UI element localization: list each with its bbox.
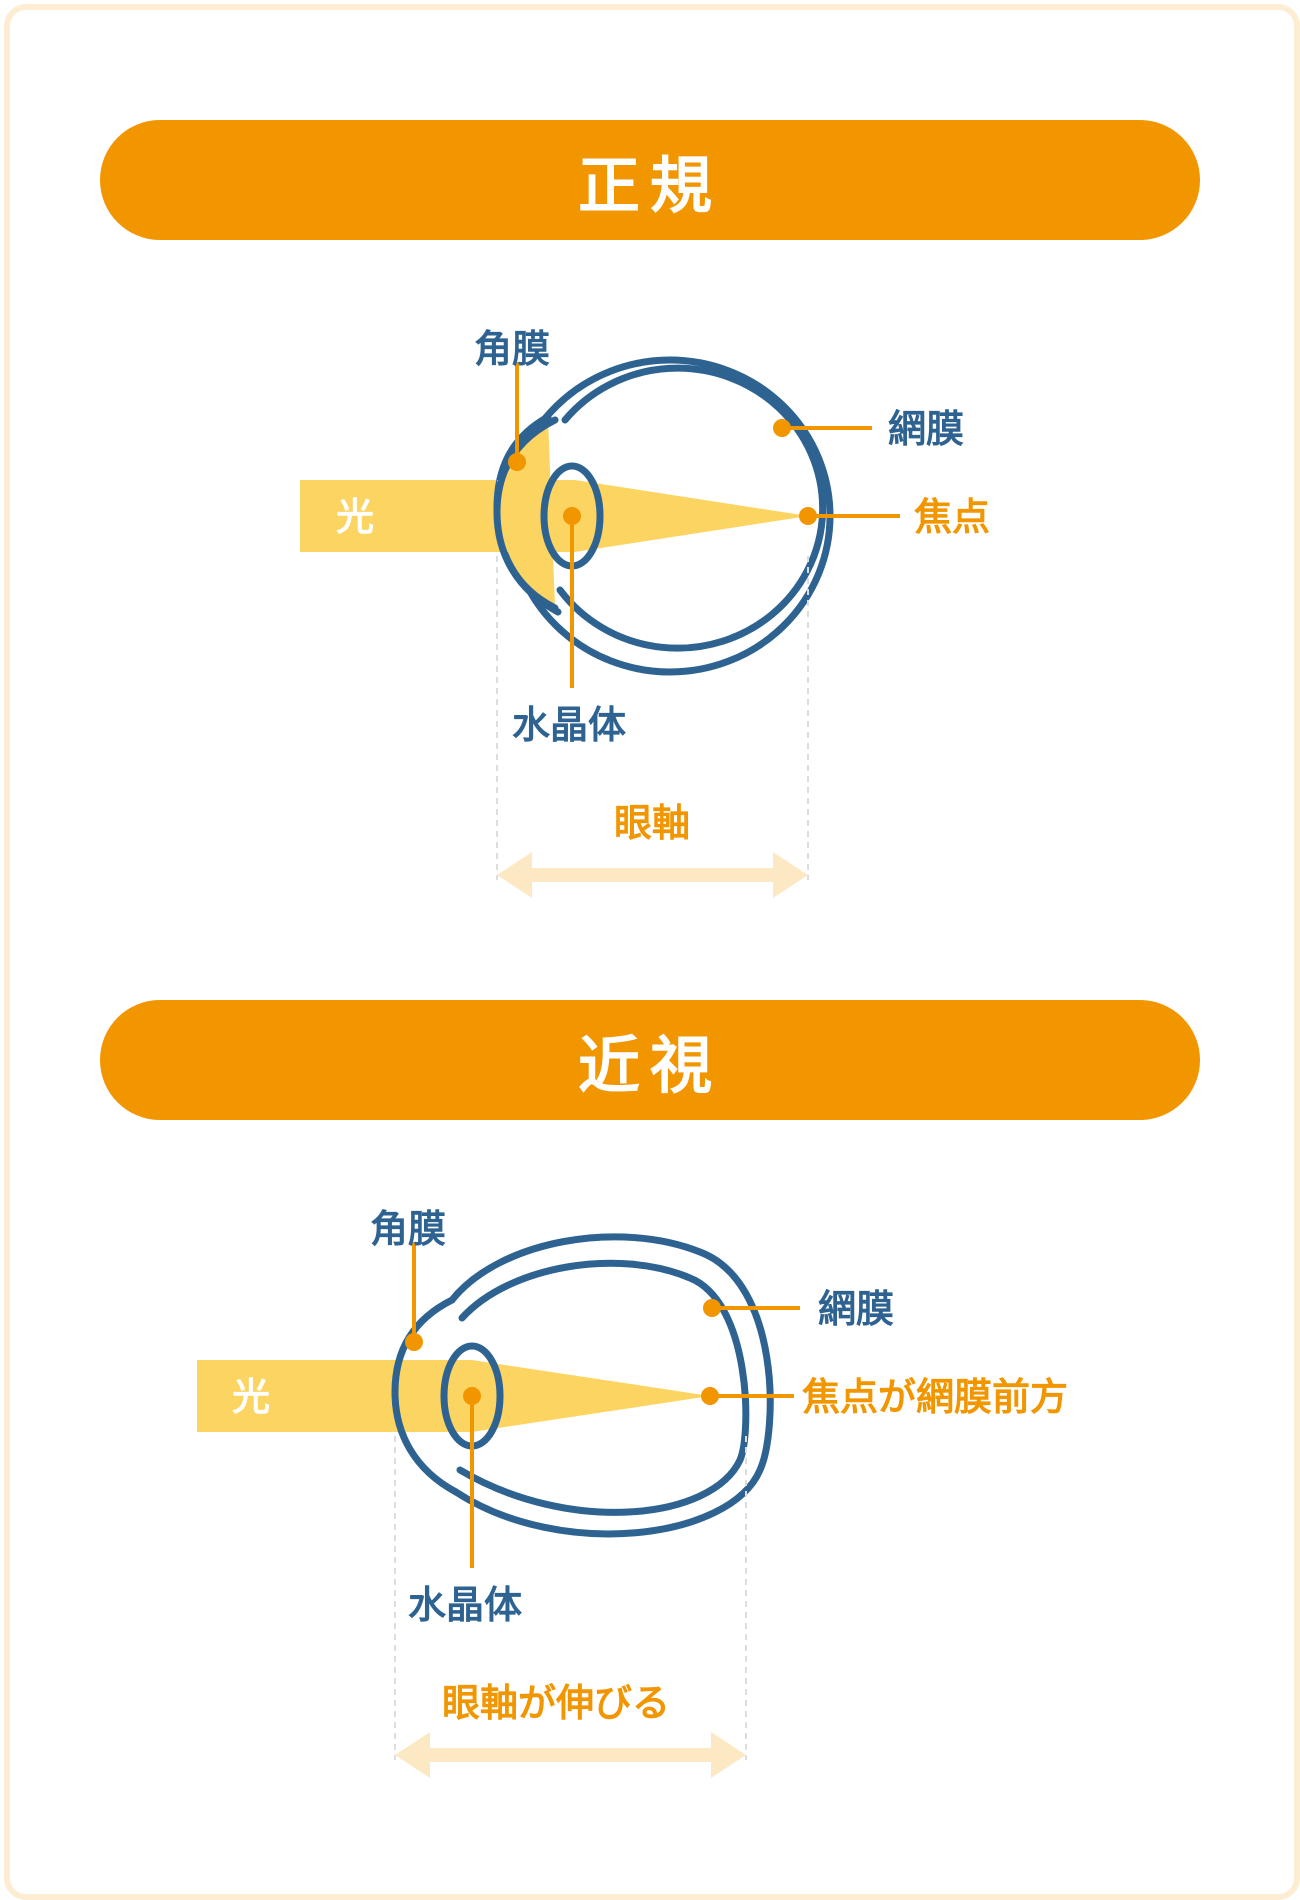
banner-normal-title: 正規 <box>100 120 1200 240</box>
label-axis: 眼軸 <box>614 801 690 845</box>
leader-lines <box>508 362 900 688</box>
myopia-eye-diagram: 角膜 網膜 光 焦点が網膜前方 水晶体 眼軸が伸びる <box>197 1207 1068 1778</box>
label-axis: 眼軸が伸びる <box>442 1681 670 1725</box>
light-beam-band <box>197 1360 407 1432</box>
cornea-outline <box>391 1296 460 1496</box>
eyeball-inner <box>556 364 827 652</box>
banner-myopia-title: 近視 <box>100 1000 1200 1120</box>
label-lens: 水晶体 <box>512 703 626 747</box>
label-cornea: 角膜 <box>474 327 550 371</box>
light-cone <box>497 480 808 552</box>
cornea-outline <box>493 416 562 616</box>
normal-eye-diagram: 角膜 網膜 光 焦点 水晶体 眼軸 <box>300 327 990 898</box>
label-cornea: 角膜 <box>370 1207 446 1251</box>
label-light: 光 <box>232 1375 270 1419</box>
label-retina: 網膜 <box>888 407 964 451</box>
leader-lines <box>405 1242 800 1568</box>
label-focus: 焦点が網膜前方 <box>802 1375 1068 1419</box>
label-retina: 網膜 <box>818 1287 894 1331</box>
axis-guides <box>394 1436 747 1760</box>
axis-arrow <box>395 1732 746 1778</box>
label-lens: 水晶体 <box>408 1583 522 1627</box>
light-beam-band <box>300 480 510 552</box>
eyeball-inner <box>456 1259 750 1516</box>
label-light: 光 <box>336 495 374 539</box>
eye-outline <box>391 1233 774 1538</box>
page-frame <box>4 4 1300 1900</box>
eyeball-outer <box>448 1233 774 1538</box>
axis-guides <box>496 556 809 880</box>
label-focus: 焦点 <box>914 495 990 539</box>
axis-arrow <box>497 852 808 898</box>
